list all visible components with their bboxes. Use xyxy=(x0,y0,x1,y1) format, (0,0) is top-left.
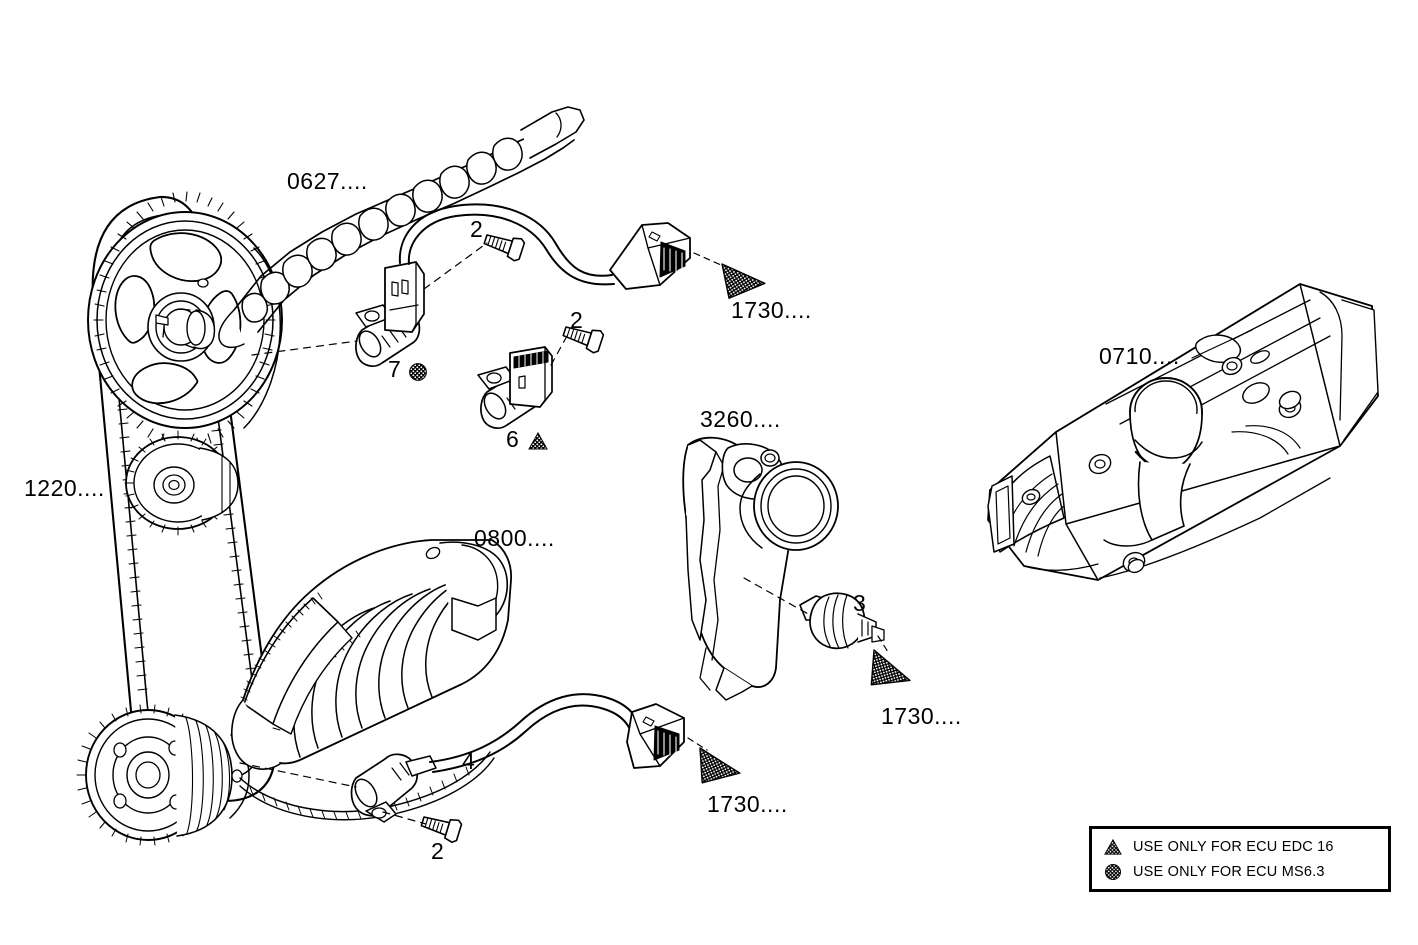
part-label-harness-bottom: 1730.... xyxy=(707,791,788,817)
part-label-harness-top: 1730.... xyxy=(731,297,812,323)
part-label-crankshaft: 0800.... xyxy=(474,525,555,551)
cam-sensor-edc16 xyxy=(477,346,553,429)
harness-cable-top xyxy=(398,203,615,286)
intake-manifold xyxy=(987,283,1379,581)
triangle-marker-icon xyxy=(1104,838,1122,855)
marker-circle-ms63 xyxy=(409,363,427,381)
legend-row-edc16: USE ONLY FOR ECU EDC 16 xyxy=(1104,838,1334,856)
callout-coolant-temp-sensor: 3 xyxy=(853,590,866,616)
tensioner-pulley xyxy=(124,430,239,536)
callout-bolt-alt-sensor: 2 xyxy=(570,307,583,333)
crank-position-sensor xyxy=(350,753,437,823)
leader-bolt-3 xyxy=(382,811,427,825)
leader-1730-middle xyxy=(877,635,889,653)
harness-cable-bottom xyxy=(429,693,643,773)
legend-text-ms63: USE ONLY FOR ECU MS6.3 xyxy=(1133,864,1325,880)
thermostat-housing xyxy=(682,436,839,701)
arrow-1730-middle xyxy=(858,649,916,701)
leader-bolt-2 xyxy=(550,335,568,366)
part-label-harness-middle: 1730.... xyxy=(881,703,962,729)
callout-bolt-cam-sensor: 2 xyxy=(470,216,483,242)
circle-marker-icon xyxy=(1104,863,1122,881)
arrow-1730-bottom xyxy=(688,747,745,795)
reluctor-ring xyxy=(240,592,361,735)
coolant-temp-sensor xyxy=(799,592,885,650)
callout-cam-sensor-ms63: 7 xyxy=(388,356,401,382)
callout-crank-position-sensor: 4 xyxy=(462,748,475,774)
leader-bolt-1 xyxy=(423,242,488,290)
part-label-camshaft: 0627.... xyxy=(287,168,368,194)
marker-triangle-edc16 xyxy=(528,431,548,450)
bolt-cam-sensor xyxy=(481,227,527,263)
crankshaft-pulley xyxy=(76,704,250,846)
legend-row-ms63: USE ONLY FOR ECU MS6.3 xyxy=(1104,863,1325,881)
legend-text-edc16: USE ONLY FOR ECU EDC 16 xyxy=(1133,839,1334,855)
leader-1730-bottom xyxy=(687,737,708,751)
cam-sensor-ms63 xyxy=(355,261,425,367)
callout-cam-sensor-edc16: 6 xyxy=(506,426,519,452)
manifold-port-cap xyxy=(1103,377,1203,547)
crankshaft xyxy=(230,539,512,821)
legend-box: USE ONLY FOR ECU EDC 16 USE ONLY FOR ECU… xyxy=(1089,826,1391,892)
timing-belt-assembly xyxy=(76,191,283,846)
part-label-timing-belt: 1220.... xyxy=(24,475,105,501)
connector-plug-top xyxy=(609,222,691,290)
part-label-water-pump-housing: 3260.... xyxy=(700,406,781,432)
leader-sensor-3 xyxy=(743,577,811,616)
camshaft xyxy=(218,106,585,349)
callout-bolt-crank-sensor: 2 xyxy=(431,838,444,864)
leader-sensor-7 xyxy=(251,340,358,356)
part-label-intake-manifold: 0710.... xyxy=(1099,343,1180,369)
connector-plug-bottom xyxy=(626,703,685,769)
leader-0710 xyxy=(1191,329,1253,359)
leader-sensor-4 xyxy=(239,762,357,788)
camshaft-sprocket xyxy=(87,191,283,449)
